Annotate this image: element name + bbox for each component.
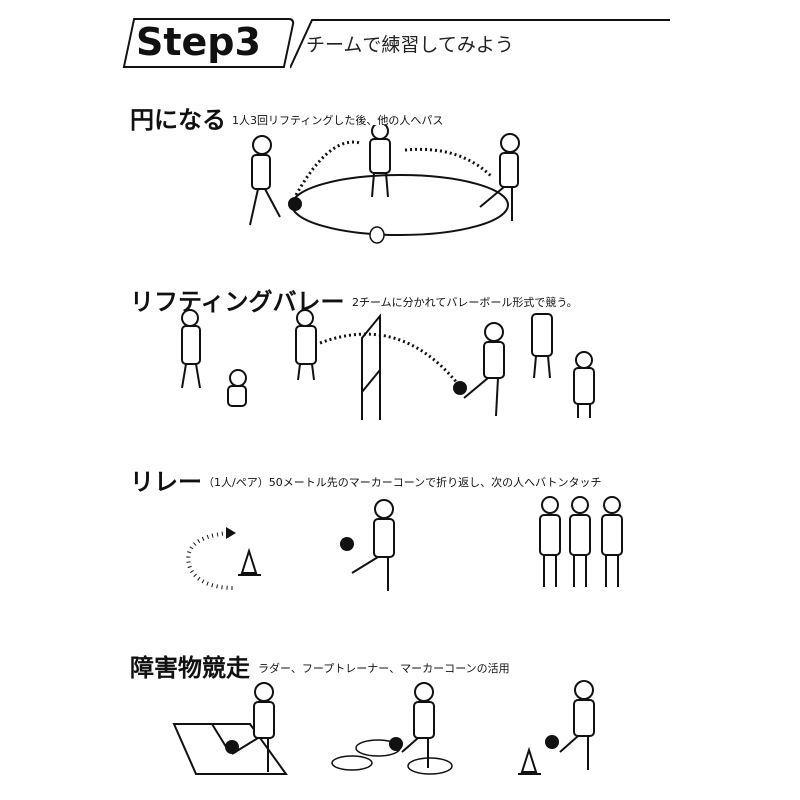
pass-arc-right (404, 147, 494, 179)
ball (369, 226, 385, 244)
section-title-circle: 円になる (130, 106, 226, 134)
player-figure (231, 682, 275, 772)
circle-illustration (249, 125, 520, 244)
ball (453, 381, 467, 395)
player-figure (531, 313, 553, 379)
ball (389, 737, 403, 751)
ball (340, 537, 354, 551)
relay-turn-arrow (186, 531, 236, 590)
ball (288, 197, 302, 211)
obstacle-illustration (172, 680, 595, 775)
section-title-obstacle: 障害物競走 (130, 654, 250, 682)
player-figure (479, 133, 520, 221)
player-figure (181, 309, 201, 389)
player-figure (559, 680, 595, 770)
player-figure (569, 496, 591, 587)
player-figure (401, 682, 435, 768)
step-header: Step3 チームで練習してみよう (0, 0, 800, 80)
player-figure (369, 125, 391, 198)
section-title-relay: リレー (130, 468, 202, 496)
player-figure (227, 369, 247, 407)
player-figure (601, 496, 623, 587)
pass-arc-left (294, 140, 361, 196)
section-note-obstacle: ラダー、フープトレーナー、マーカーコーンの活用 (258, 662, 510, 675)
cone (518, 746, 541, 775)
step-subtitle: チームで練習してみよう (306, 34, 514, 56)
cone (238, 547, 261, 576)
volley-illustration (181, 309, 595, 420)
player-figure (463, 322, 505, 417)
arrow-head (226, 527, 236, 539)
net (361, 313, 381, 420)
player-figure (573, 351, 595, 418)
step-title: Step3 (136, 20, 261, 64)
player-figure (295, 309, 317, 381)
section-note-volley: 2チームに分かれてバレーボール形式で競う。 (352, 296, 578, 309)
circle-ellipse (291, 174, 509, 236)
ball (225, 740, 239, 754)
ball (545, 735, 559, 749)
player-figure (351, 499, 395, 591)
section-note-circle: 1人3回リフティングした後、他の人へパス (232, 114, 444, 127)
player-figure (249, 135, 281, 226)
player-figure (539, 496, 561, 587)
relay-illustration (186, 496, 623, 591)
section-note-relay: （1人/ペア）50メートル先のマーカーコーンで折り返し、次の人へバトンタッチ (203, 476, 602, 489)
header-rule (290, 19, 670, 69)
volley-arc (319, 332, 460, 385)
